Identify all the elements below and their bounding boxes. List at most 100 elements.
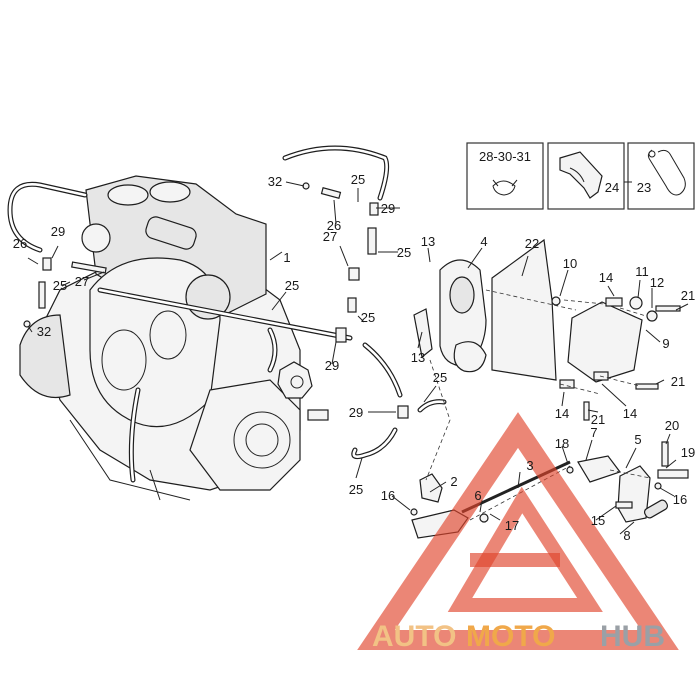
nut-18 [566, 466, 574, 474]
fitting-29-low [397, 405, 409, 419]
pipe-25-vertical [367, 227, 377, 255]
sprocket [277, 361, 313, 399]
pipe-27-left [71, 261, 107, 274]
plate-7 [577, 455, 621, 483]
callout-20: 20 [665, 418, 679, 433]
callout-15: 15 [591, 513, 605, 528]
bracket-plate-9 [567, 301, 643, 383]
lever-2 [419, 473, 443, 503]
leader-lines [27, 181, 689, 535]
shaft-end [307, 409, 329, 421]
nut-11 [629, 296, 643, 310]
callout-29-left: 29 [51, 224, 65, 239]
hoses [7, 145, 447, 483]
fitting-27-right [348, 267, 360, 281]
callout-25-bottom: 25 [349, 482, 363, 497]
callout-11: 11 [635, 264, 649, 279]
bracket-24-icon [559, 151, 603, 199]
watermark-text-auto: AUTO [372, 620, 456, 653]
callout-9: 9 [662, 336, 669, 351]
cover-plate-22 [491, 238, 557, 381]
callout-4: 4 [480, 234, 487, 249]
inset-box-23 [627, 142, 695, 210]
callout-17: 17 [505, 518, 519, 533]
callout-23: 23 [637, 180, 651, 195]
callout-28-30-31: 28-30-31 [479, 149, 531, 164]
callout-22: 22 [525, 236, 539, 251]
fittings [23, 182, 409, 419]
screw-21-right [635, 383, 659, 390]
bolt-19 [657, 469, 689, 479]
callout-14-right: 14 [623, 406, 637, 421]
callout-25-left: 25 [53, 278, 67, 293]
callout-25-right: 25 [397, 245, 411, 260]
spacer-14-left [559, 379, 575, 389]
callout-10: 10 [563, 256, 577, 271]
inset-box-24 [547, 142, 625, 210]
fitting-29-left [42, 257, 52, 271]
callout-19: 19 [681, 445, 695, 460]
callout-16-right: 16 [673, 492, 687, 507]
clutch-cover [189, 379, 301, 491]
callout-25-top: 25 [351, 172, 365, 187]
callout-26-top: 26 [327, 218, 341, 233]
callout-14-top: 14 [599, 270, 613, 285]
washer-12 [646, 310, 658, 322]
callout-21-low: 21 [591, 412, 605, 427]
callout-21-right: 21 [671, 374, 685, 389]
screw-32-left [23, 320, 31, 328]
callout-21-top: 21 [681, 288, 695, 303]
callout-5: 5 [634, 432, 641, 447]
callout-labels: 1 2 3 4 5 6 7 8 9 10 11 12 13 13 14 14 1… [13, 149, 695, 543]
callout-29-top: 29 [381, 201, 395, 216]
callout-29-low: 29 [349, 405, 363, 420]
callout-13-low: 13 [411, 350, 425, 365]
callout-32-top: 32 [268, 174, 282, 189]
clamp-icon [492, 180, 516, 196]
callout-29-mid: 29 [325, 358, 339, 373]
callout-26-left: 26 [13, 236, 27, 251]
pipe-26-left [38, 281, 46, 309]
washer-10 [551, 296, 561, 306]
warning-triangle-logo-icon [357, 412, 679, 650]
callout-1: 1 [283, 250, 290, 265]
callout-24: 24 [605, 180, 619, 195]
wire-clip-23-icon [647, 149, 686, 196]
engine-block [19, 175, 329, 501]
inset-box-28-30-31 [466, 142, 544, 210]
callout-32-left: 32 [37, 324, 51, 339]
fitting-29-mid [335, 327, 347, 343]
callout-13-top: 13 [421, 234, 435, 249]
nut-17 [479, 513, 489, 523]
callout-8: 8 [623, 528, 630, 543]
callout-7: 7 [590, 425, 597, 440]
spacer-14-top [605, 297, 623, 307]
fitting-29-top [369, 202, 379, 216]
callout-3: 3 [526, 458, 533, 473]
bolt-15 [615, 501, 633, 509]
watermark-text-moto: MOTO [466, 620, 555, 653]
fitting-25-mid [347, 297, 357, 313]
nut-16-left [410, 508, 418, 516]
peg-8 [643, 499, 669, 519]
nut-16-right [654, 482, 662, 490]
callout-12: 12 [650, 275, 664, 290]
callout-14-left: 14 [555, 406, 569, 421]
callout-2: 2 [450, 474, 457, 489]
callout-16-left: 16 [381, 488, 395, 503]
screw-21-low [583, 401, 590, 421]
watermark-text-hub: HUB [600, 620, 665, 653]
callout-25-low: 25 [433, 370, 447, 385]
callout-18: 18 [555, 436, 569, 451]
callout-25-engine: 25 [285, 278, 299, 293]
callout-25-mid: 25 [361, 310, 375, 325]
pipe-26-top [320, 187, 342, 199]
callout-27-left: 27 [75, 274, 89, 289]
shift-assembly [410, 238, 689, 539]
bolt-20 [661, 441, 669, 467]
callout-27-right: 27 [323, 229, 337, 244]
watermark-logo: AUTO MOTO HUB [357, 412, 679, 653]
callout-6: 6 [474, 488, 481, 503]
